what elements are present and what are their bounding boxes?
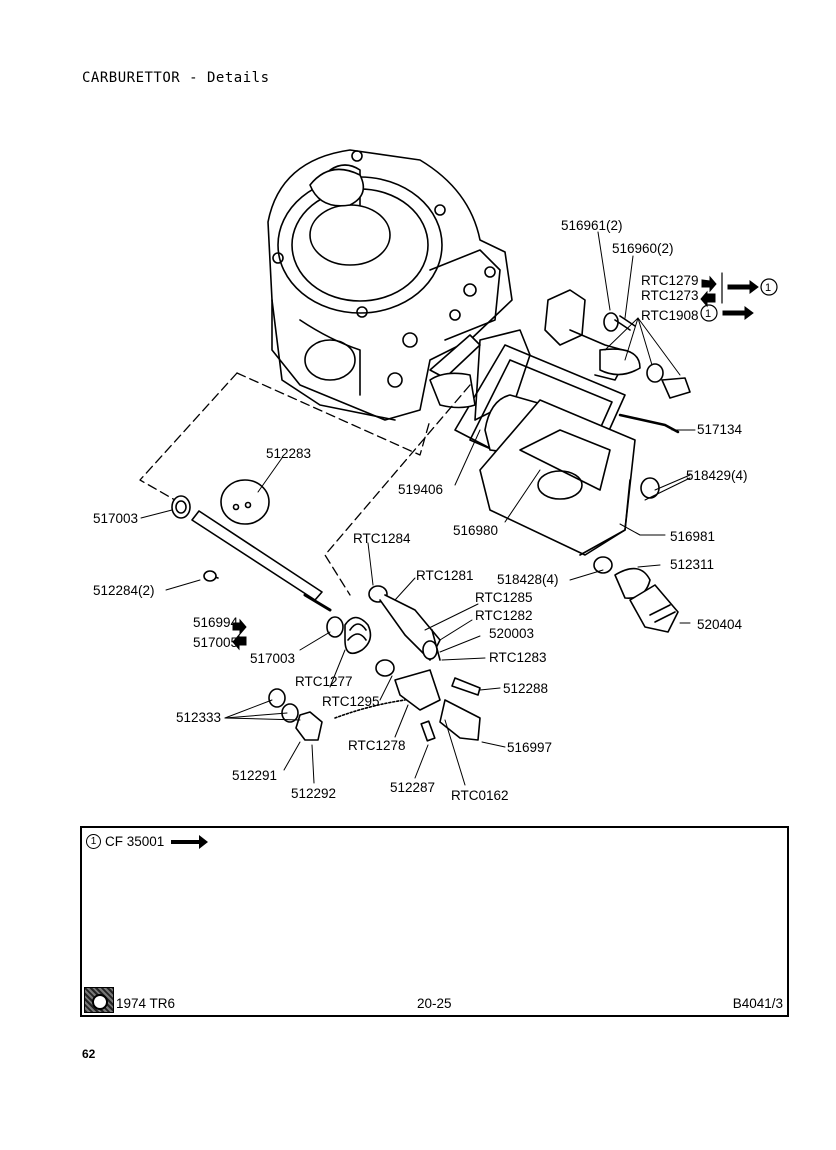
label-512292: 512292 — [291, 786, 336, 801]
right-arrow-icon — [232, 618, 247, 636]
label-rtc1279: RTC1279 — [641, 273, 699, 288]
throttle-spindle-drawing — [171, 479, 332, 612]
panel-footer: 1974 TR6 20-25 B4041/3 — [84, 987, 785, 1013]
dashed-guide-lines — [139, 372, 471, 596]
page-number: 62 — [82, 1047, 96, 1061]
note-entry: 1 CF 35001 — [86, 834, 209, 849]
label-512287: 512287 — [390, 780, 435, 795]
label-517005: 517005 — [193, 635, 238, 650]
label-520404: 520404 — [697, 617, 743, 632]
label-518429: 518429(4) — [686, 468, 748, 483]
leader-lines — [140, 231, 696, 786]
label-rtc1295: RTC1295 — [322, 694, 380, 709]
note-marker-text: 1 — [705, 308, 711, 320]
footer-model: 1974 TR6 — [116, 996, 176, 1011]
carburettor-body-drawing — [267, 149, 513, 421]
change-arrows — [232, 275, 759, 651]
label-516961: 516961(2) — [561, 218, 623, 233]
label-rtc0162: RTC0162 — [451, 788, 509, 803]
label-516960: 516960(2) — [612, 241, 674, 256]
left-arrow-icon — [232, 633, 247, 651]
upper-linkage-drawing — [544, 289, 691, 574]
right-arrow-icon — [171, 834, 209, 849]
label-517003-b: 517003 — [250, 651, 295, 666]
long-right-arrow-icon — [727, 280, 759, 294]
footer-catalog-ref: B4041/3 — [732, 996, 783, 1011]
note-marker-icon — [760, 278, 778, 296]
float-chamber-drawing — [429, 329, 636, 556]
label-517003-a: 517003 — [93, 511, 138, 526]
label-rtc1278: RTC1278 — [348, 738, 406, 753]
page-title: CARBURETTOR - Details — [82, 70, 270, 86]
label-rtc1908: RTC1908 — [641, 308, 699, 323]
label-rtc1281: RTC1281 — [416, 568, 474, 583]
label-516980: 516980 — [453, 523, 498, 538]
label-512288: 512288 — [503, 681, 548, 696]
label-512311: 512311 — [670, 557, 714, 572]
label-rtc1283: RTC1283 — [489, 650, 547, 665]
label-rtc1273: RTC1273 — [641, 288, 699, 303]
label-516994: 516994 — [193, 615, 239, 630]
british-leyland-logo-icon — [84, 987, 114, 1013]
notes-panel: 1 CF 35001 1974 TR6 20-25 B4041/3 — [80, 826, 789, 1017]
long-right-arrow-icon — [722, 306, 754, 320]
label-rtc1284: RTC1284 — [353, 531, 411, 546]
left-arrow-icon — [700, 290, 716, 308]
label-517134: 517134 — [697, 422, 743, 437]
label-512283: 512283 — [266, 446, 311, 461]
label-516997: 516997 — [507, 740, 552, 755]
label-512291: 512291 — [232, 768, 277, 783]
label-rtc1277: RTC1277 — [295, 674, 353, 689]
label-512333: 512333 — [176, 710, 221, 725]
label-516981: 516981 — [670, 529, 715, 544]
right-arrow-icon — [701, 275, 717, 293]
label-519406: 519406 — [398, 482, 443, 497]
label-rtc1282: RTC1282 — [475, 608, 533, 623]
note-marker-icon — [700, 304, 718, 322]
label-rtc1285: RTC1285 — [475, 590, 533, 605]
note-text: CF 35001 — [105, 834, 165, 849]
label-518428: 518428(4) — [497, 572, 559, 587]
label-520003: 520003 — [489, 626, 534, 641]
note-marker-icon: 1 — [86, 834, 101, 849]
linkage-parts-drawing — [268, 585, 481, 742]
footer-page-ref: 20-25 — [417, 996, 452, 1011]
label-512284: 512284(2) — [93, 583, 155, 598]
note-marker-text: 1 — [765, 282, 771, 294]
cold-start-unit-drawing — [614, 567, 679, 633]
